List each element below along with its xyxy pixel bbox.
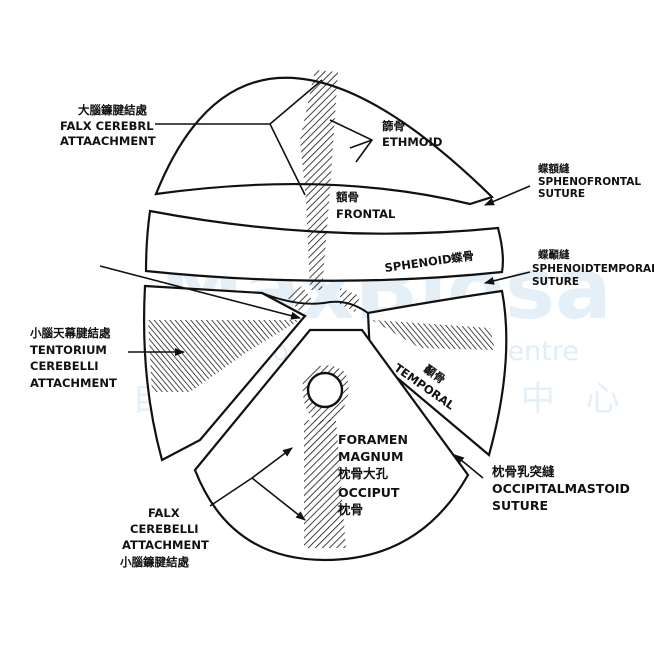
foramen-label-en1: FORAMEN xyxy=(338,432,408,447)
foramen-label-zh: 枕骨大孔 xyxy=(338,466,389,481)
occipitomastoid-label-en1: OCCIPITALMASTOID xyxy=(492,481,630,496)
falx-cerebelli-hatch xyxy=(304,420,346,548)
falx-cerebelli-arrow-down xyxy=(251,477,306,521)
clivus-arrow xyxy=(99,265,301,320)
sphenoid-hatch-right xyxy=(340,288,360,312)
falx-cerebri-label-en1: FALX CEREBRL xyxy=(60,119,154,133)
falx-cerebri-label-en2: ATTAACHMENT xyxy=(60,134,156,148)
tentorium-label-en3: ATTACHMENT xyxy=(30,376,117,390)
frontal-label-en: FRONTAL xyxy=(336,207,396,221)
foramen-label-en2: MAGNUM xyxy=(338,449,403,464)
falx-cerebri-hatch xyxy=(300,70,338,290)
tentorium-hatch-left xyxy=(148,320,300,392)
falx-cerebelli-label-en3: ATTACHMENT xyxy=(122,538,209,552)
sphenoid-label-zh: 蝶骨 xyxy=(450,249,475,266)
sphenotemporal-label-zh: 蝶顳縫 xyxy=(538,248,570,261)
tentorium-label-en1: TENTORIUM xyxy=(30,343,107,357)
sphenofrontal-label-zh: 蝶額縫 xyxy=(538,162,570,175)
falx-cerebelli-label-en1: FALX xyxy=(148,506,180,520)
foramen-magnum xyxy=(306,371,344,409)
falx-cerebelli-label-zh: 小腦鐮腱結處 xyxy=(119,555,189,569)
tentorium-label-en2: CEREBELLI xyxy=(30,359,99,373)
tentorium-label-zh: 小腦天幕腱結處 xyxy=(29,326,111,340)
occiput-label-zh: 枕骨 xyxy=(338,502,363,517)
occiput-label-en: OCCIPUT xyxy=(338,485,400,500)
sphenotemporal-label-en1: SPHENOIDTEMPORAL xyxy=(532,263,654,275)
occipitomastoid-label-zh: 枕骨乳突縫 xyxy=(492,464,555,479)
sphenofrontal-label-en2: SUTURE xyxy=(538,188,585,200)
sphenotemporal-arrow xyxy=(484,271,531,285)
falx-cerebelli-leader xyxy=(209,477,253,507)
ethmoid-label-zh: 篩骨 xyxy=(382,119,405,133)
occipitomastoid-arrow xyxy=(454,454,484,479)
falx-cerebri-leader-2 xyxy=(269,79,323,125)
falx-cerebelli-arrow-up xyxy=(251,447,293,479)
sphenofrontal-label-en1: SPHENOFRONTAL xyxy=(538,176,641,188)
falx-cerebelli-label-en2: CEREBELLI xyxy=(130,522,199,536)
occipitomastoid-label-en2: SUTURE xyxy=(492,498,548,513)
ethmoid-label-en: ETHMOID xyxy=(382,135,442,149)
sphenotemporal-label-en2: SUTURE xyxy=(532,276,579,288)
falx-cerebri-label-zh: 大腦鐮腱結處 xyxy=(78,103,147,117)
sphenoid-hatch-left xyxy=(286,286,312,312)
sphenofrontal-arrow xyxy=(484,185,531,206)
frontal-label-zh: 額骨 xyxy=(335,190,359,204)
tentorium-hatch-right xyxy=(372,320,495,350)
ethmoid-leader-2 xyxy=(349,139,373,149)
